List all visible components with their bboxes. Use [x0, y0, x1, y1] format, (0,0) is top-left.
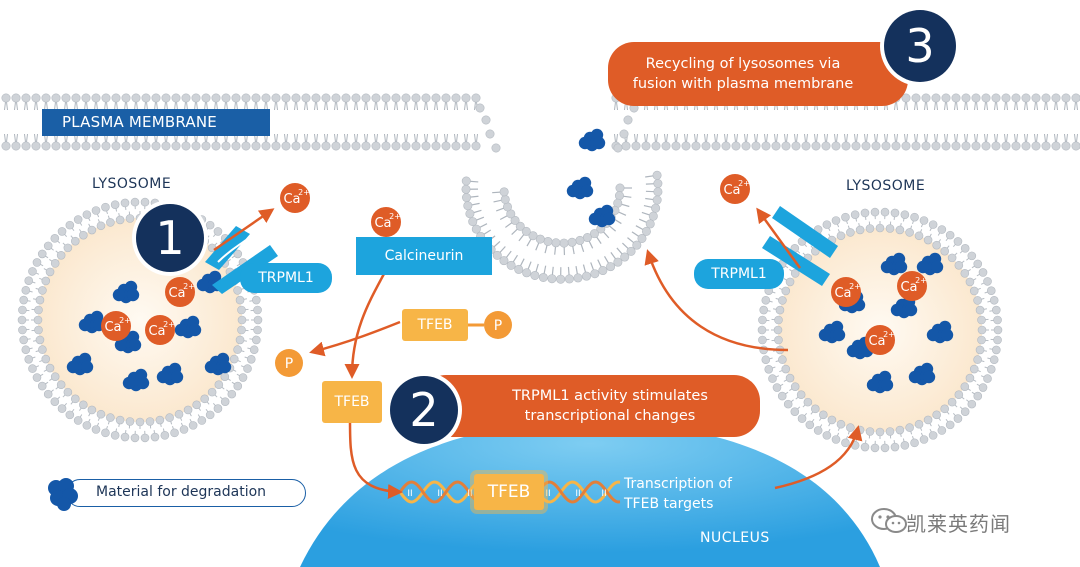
transcription-label: Transcription of TFEB targets	[624, 474, 794, 514]
svg-text:II: II	[601, 489, 606, 499]
arrow-lysosome-to-membrane	[644, 249, 789, 352]
pathway-arrows	[213, 207, 863, 500]
arrow-dephosphorylation	[309, 320, 401, 357]
svg-text:2+: 2+	[298, 188, 310, 197]
wechat-watermark-icon	[871, 508, 907, 533]
svg-text:II: II	[467, 489, 472, 499]
cargo-layer	[66, 128, 954, 394]
lysosome-left-title: LYSOSOME	[92, 176, 172, 192]
calcineurin-box: Calcineurin	[356, 237, 492, 275]
arrow-ca-release-left	[213, 208, 275, 252]
arrow-tfeb-to-dna	[348, 419, 403, 500]
svg-text:2+: 2+	[163, 320, 175, 329]
svg-text:II: II	[575, 489, 580, 499]
svg-text:Ca: Ca	[834, 286, 851, 301]
step-2-text-line1: TRPML1 activity stimulates	[512, 388, 708, 404]
svg-text:2+: 2+	[849, 282, 861, 291]
svg-text:2+: 2+	[738, 179, 750, 188]
step-3-text-line1: Recycling of lysosomes via	[645, 56, 841, 72]
plasma-membrane-label: PLASMA MEMBRANE	[42, 109, 270, 136]
svg-text:Ca: Ca	[900, 280, 917, 295]
svg-text:2+: 2+	[119, 316, 131, 325]
step-2-callout: TRPML1 activity stimulates transcription…	[420, 375, 760, 437]
arrow-ca-release-right	[756, 207, 802, 269]
svg-text:2+: 2+	[883, 330, 895, 339]
transcription-line2: TFEB targets	[624, 496, 714, 512]
tfeb-on-dna-box: TFEB	[474, 474, 544, 510]
transcription-line1: Transcription of	[624, 476, 732, 492]
nucleus-shape	[300, 422, 880, 567]
svg-text:2+: 2+	[915, 276, 927, 285]
svg-text:Ca: Ca	[148, 324, 165, 339]
svg-text:Ca: Ca	[374, 216, 391, 231]
legend-cargo-icon	[48, 478, 78, 511]
arrow-transcription-to-lysosome	[774, 425, 863, 490]
step-3-callout: Recycling of lysosomes via fusion with p…	[608, 42, 908, 106]
ion-layer: Ca2+Ca2+Ca2+Ca2+Ca2+Ca2+Ca2+Ca2+Ca2+PP	[101, 174, 927, 377]
svg-text:II: II	[545, 489, 550, 499]
svg-text:2+: 2+	[389, 212, 401, 221]
step-2-badge: 2	[390, 376, 458, 444]
trpml1-label-right: TRPML1	[694, 259, 784, 289]
svg-text:Ca: Ca	[868, 334, 885, 349]
arrow-calcineurin-to-tfeb	[344, 271, 387, 379]
trpml1-label-left: TRPML1	[240, 263, 332, 293]
svg-text:II: II	[437, 489, 442, 499]
lysosome-right-title: LYSOSOME	[846, 178, 926, 194]
svg-text:P: P	[494, 318, 502, 334]
legend-label: Material for degradation	[96, 484, 267, 500]
step-3-badge: 3	[884, 10, 956, 82]
svg-text:2+: 2+	[183, 282, 195, 291]
svg-text:Ca: Ca	[168, 286, 185, 301]
tfeb-phosphorylated-box: TFEB	[402, 309, 468, 341]
svg-text:II: II	[407, 489, 412, 499]
tfeb-dephosphorylated-box: TFEB	[322, 381, 382, 423]
step-1-badge: 1	[136, 204, 204, 272]
svg-text:Ca: Ca	[104, 320, 121, 335]
watermark-text: 凯莱英药闻	[906, 512, 1011, 536]
step-3-text-line2: fusion with plasma membrane	[632, 76, 854, 92]
step-2-text-line2: transcriptional changes	[524, 408, 696, 424]
svg-text:Ca: Ca	[283, 192, 300, 207]
nucleus-label: NUCLEUS	[700, 530, 770, 546]
svg-text:Ca: Ca	[723, 183, 740, 198]
svg-text:P: P	[285, 356, 293, 372]
